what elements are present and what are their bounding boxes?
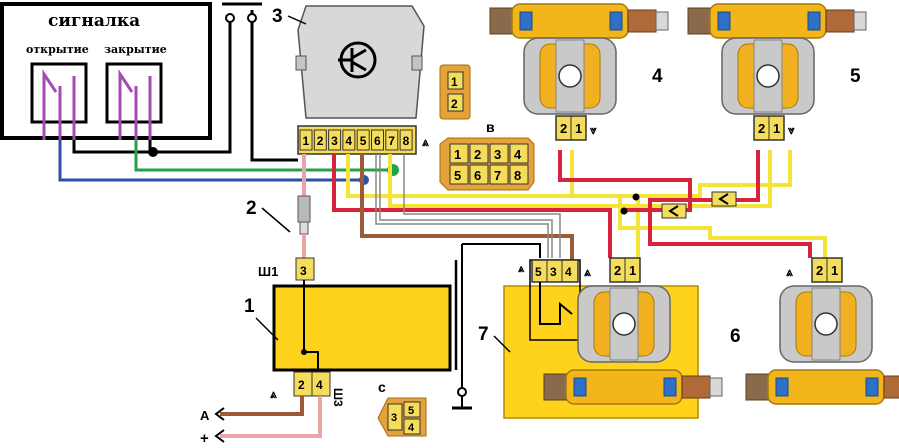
controller-pin-2: 2 xyxy=(298,378,305,392)
driver-switch-pin-4: 4 xyxy=(565,265,572,279)
actuator-pin-2: 2 xyxy=(758,121,765,136)
relay-pin-7: 7 xyxy=(388,134,395,148)
controller-number: 1 xyxy=(244,296,255,317)
connector-b-pin-3: 3 xyxy=(494,147,501,162)
relay-pin-6: 6 xyxy=(374,134,381,148)
driver-switch-pin-3: 3 xyxy=(550,265,557,279)
connector-c-pin-5: 5 xyxy=(408,405,414,417)
controller-ground-symbol: ⩓ xyxy=(269,387,278,401)
connector-b-pin-6: 6 xyxy=(474,168,481,183)
relay-pin-1: 1 xyxy=(303,134,310,148)
actuator-number: 5 xyxy=(850,66,861,87)
relay-pin-5: 5 xyxy=(360,134,367,148)
connector-b-pin-8: 8 xyxy=(514,168,521,183)
connector-b-pin-2: 2 xyxy=(474,147,481,162)
relay-pin-4: 4 xyxy=(345,134,352,148)
actuator-number: 4 xyxy=(652,66,663,87)
actuator-pin-2: 2 xyxy=(560,121,567,136)
alarm-title: сигналка xyxy=(48,11,140,31)
actuator-pin-1: 1 xyxy=(773,121,780,136)
actuator-ground-symbol: ⩓ xyxy=(583,265,592,279)
driver-switch-ground-symbol: ⩓ xyxy=(517,263,525,275)
controller-top-pin: 3 xyxy=(300,264,307,278)
actuator-pin-2: 2 xyxy=(614,263,621,278)
connector-c: c 3 5 4 xyxy=(377,379,427,437)
connector-c-pin-4: 4 xyxy=(408,422,415,434)
alarm-close-label: закрытие xyxy=(104,43,167,56)
connector-b-pin-1: 1 xyxy=(454,147,461,162)
alarm-open-label: открытие xyxy=(26,43,89,56)
actuator-pin-1: 1 xyxy=(575,121,582,136)
alarm-unit: сигналка открытие закрытие xyxy=(0,2,298,162)
connector-small: 1 2 xyxy=(439,64,471,120)
controller-pin-4: 4 xyxy=(316,378,323,392)
actuator-pin-2: 2 xyxy=(816,263,823,278)
close-relay-box xyxy=(105,62,163,124)
actuator-7-number: 7 xyxy=(478,324,489,345)
actuator-ground-symbol: ⩓ xyxy=(785,265,794,279)
connector-b-letter: в xyxy=(486,119,495,135)
connector-small-pin-1: 1 xyxy=(451,75,458,89)
supply-plus-label: + xyxy=(200,430,209,447)
actuator-number: 6 xyxy=(730,326,741,347)
actuator-pin-1: 1 xyxy=(629,263,636,278)
connector-b-pin-5: 5 xyxy=(454,168,461,183)
connector-c-pin-3: 3 xyxy=(391,412,397,424)
controller-unit: Ш1 3 1 2 4 Ш3 ⩓ xyxy=(244,257,458,407)
connector-small-pin-2: 2 xyxy=(451,97,458,111)
relay-pin-2: 2 xyxy=(317,134,324,148)
switch-number: 2 xyxy=(246,198,257,219)
relay-ground-symbol: ⩓ xyxy=(421,135,430,149)
driver-switch-pin-5: 5 xyxy=(535,265,542,279)
actuator-ground-symbol: ⩔ xyxy=(787,123,795,137)
limit-switch: 2 xyxy=(246,195,311,258)
connector-c-letter: c xyxy=(378,379,386,395)
connector-b-pin-7: 7 xyxy=(494,168,501,183)
actuator-pin-1: 1 xyxy=(831,263,838,278)
relay-pin-3: 3 xyxy=(331,134,338,148)
inline-connector-2 xyxy=(711,191,737,207)
controller-bottom-plug: Ш3 xyxy=(331,388,345,407)
controller-top-plug: Ш1 xyxy=(258,264,278,279)
inline-connector-1 xyxy=(661,203,687,219)
relay-number: 3 xyxy=(272,6,283,27)
connector-b-pin-4: 4 xyxy=(514,147,522,162)
supply-minus-label: A xyxy=(200,408,210,423)
relay-pin-8: 8 xyxy=(403,134,410,148)
actuator-ground-symbol: ⩔ xyxy=(589,123,597,137)
